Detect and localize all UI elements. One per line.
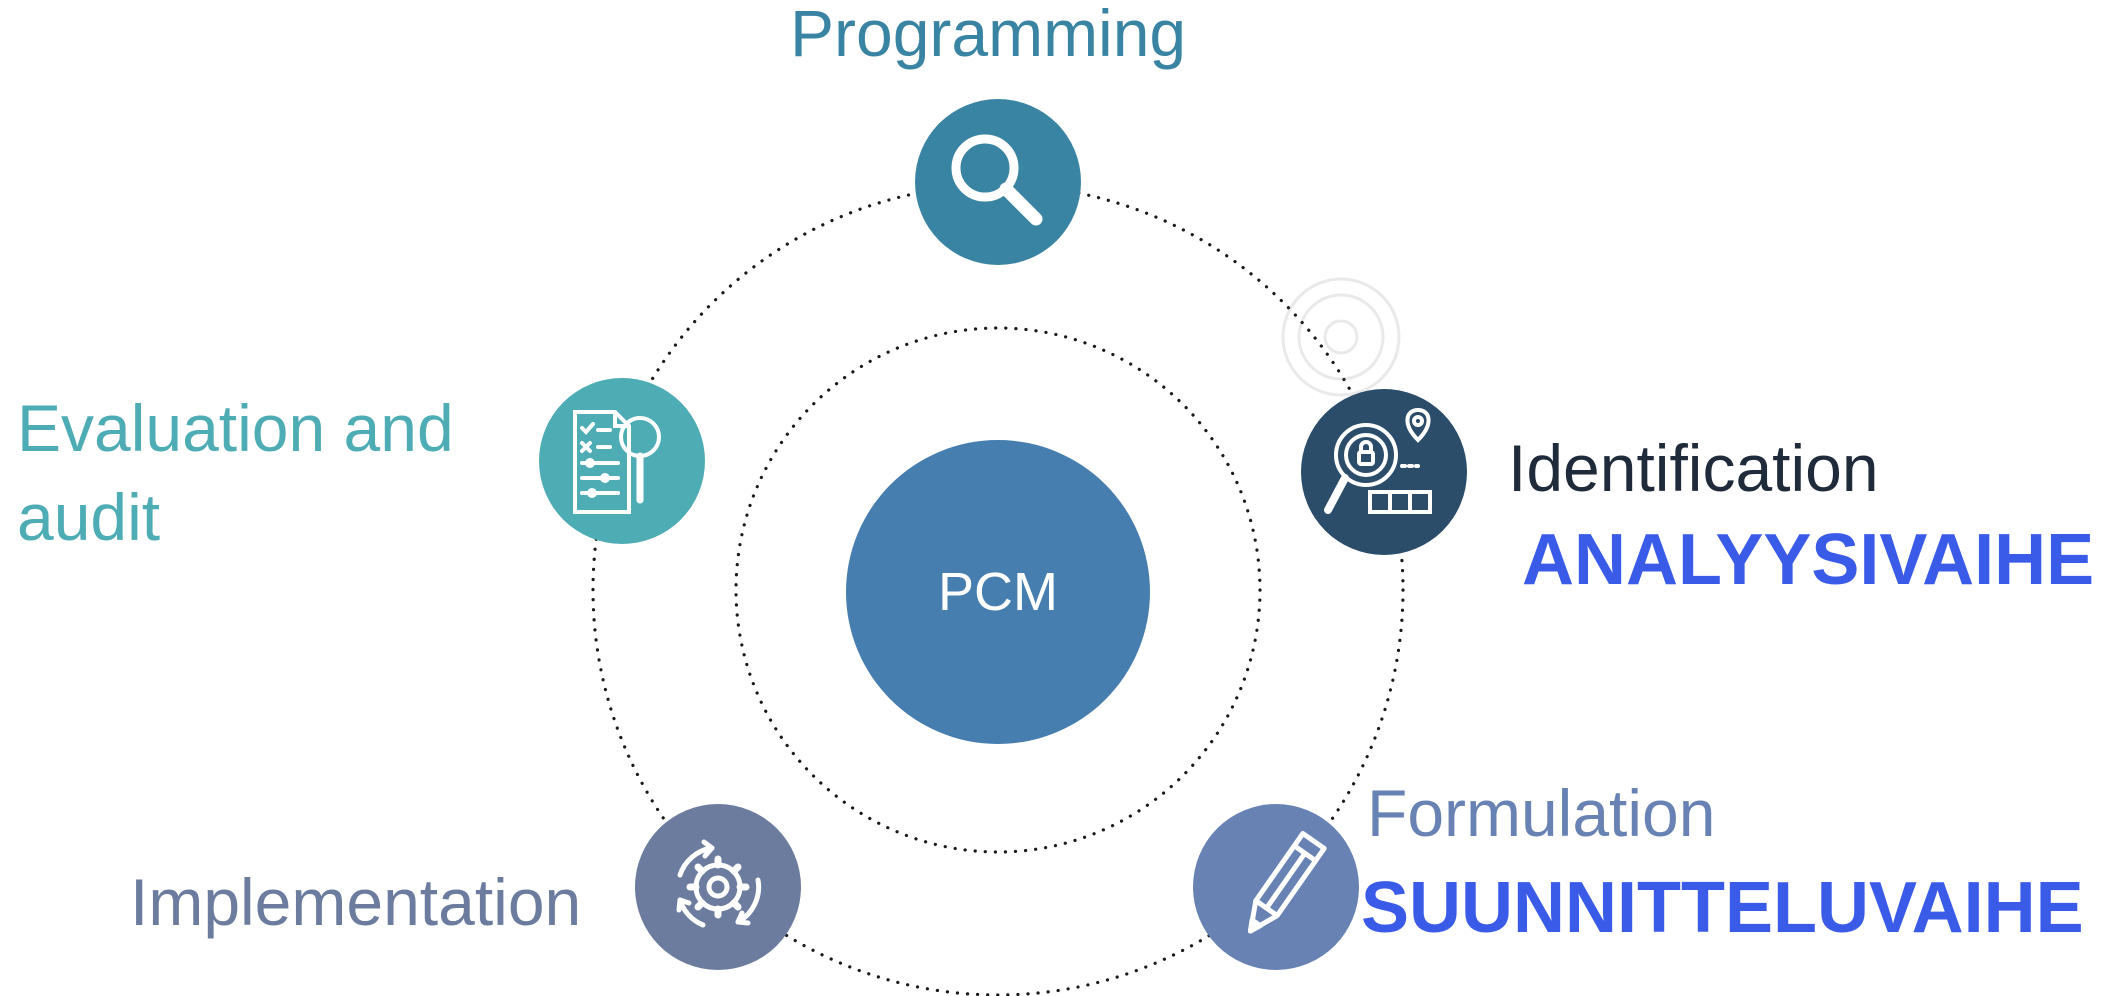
programming-label: Programming: [790, 0, 1187, 70]
implementation-label: Implementation: [130, 865, 582, 939]
gear-cycle-icon: [676, 839, 762, 928]
document-magnifier-icon: [573, 410, 661, 514]
implementation-node: [635, 804, 801, 970]
identification-sub-label: ANALYYSIVAIHE: [1522, 520, 2095, 600]
formulation-circle: [1193, 804, 1359, 970]
pcm-center-circle: [846, 440, 1150, 744]
identification-node: [1301, 389, 1467, 555]
programming-node: [915, 99, 1081, 265]
inner-dotted-ring: [734, 326, 1262, 854]
faint-gear-icon: [1281, 277, 1401, 397]
identification-search-icon: [1324, 407, 1432, 514]
formulation-sub-label: SUUNNITTELUVAIHE: [1361, 868, 2084, 948]
formulation-node: [1193, 804, 1359, 970]
programming-circle: [915, 99, 1081, 265]
evaluation-node: [539, 378, 705, 544]
pencil-icon: [1247, 830, 1327, 934]
magnifier-icon: [951, 134, 1043, 226]
identification-circle: [1301, 389, 1467, 555]
evaluation-label-line2: audit: [17, 480, 161, 554]
evaluation-circle: [539, 378, 705, 544]
formulation-label: Formulation: [1367, 776, 1716, 850]
implementation-circle: [635, 804, 801, 970]
identification-label: Identification: [1508, 431, 1879, 505]
evaluation-label-line1: Evaluation and: [17, 391, 454, 465]
pcm-center-label: PCM: [938, 562, 1058, 622]
